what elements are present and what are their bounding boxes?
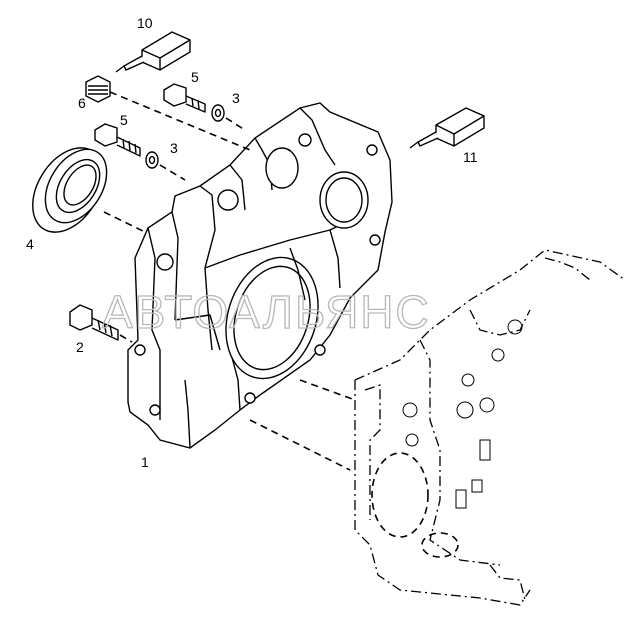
watermark: АВТОАЛЬЯНС xyxy=(102,286,431,338)
sealant-tube-11 xyxy=(409,107,485,149)
callout-5a: 5 xyxy=(191,69,199,85)
callout-5b: 5 xyxy=(120,112,128,128)
bolt-5-upper xyxy=(163,83,246,131)
engine-block-outline xyxy=(354,249,626,606)
bolt-5-lower xyxy=(94,123,186,181)
callout-2: 2 xyxy=(76,339,84,355)
crankshaft-seal xyxy=(32,147,146,233)
callout-4: 4 xyxy=(26,236,34,252)
plug-6 xyxy=(85,75,251,151)
timing-cover xyxy=(127,102,393,449)
callout-10: 10 xyxy=(137,15,153,31)
sealant-tube-10 xyxy=(115,31,191,73)
callout-6: 6 xyxy=(78,95,86,111)
callout-11: 11 xyxy=(463,149,478,165)
callout-1: 1 xyxy=(141,454,149,470)
callout-3b: 3 xyxy=(170,140,178,156)
bolt-2 xyxy=(69,304,133,343)
leader-lines xyxy=(249,379,356,471)
callout-3a: 3 xyxy=(232,90,240,106)
callout-labels: 1 2 3 3 4 5 5 6 10 11 xyxy=(26,15,478,470)
